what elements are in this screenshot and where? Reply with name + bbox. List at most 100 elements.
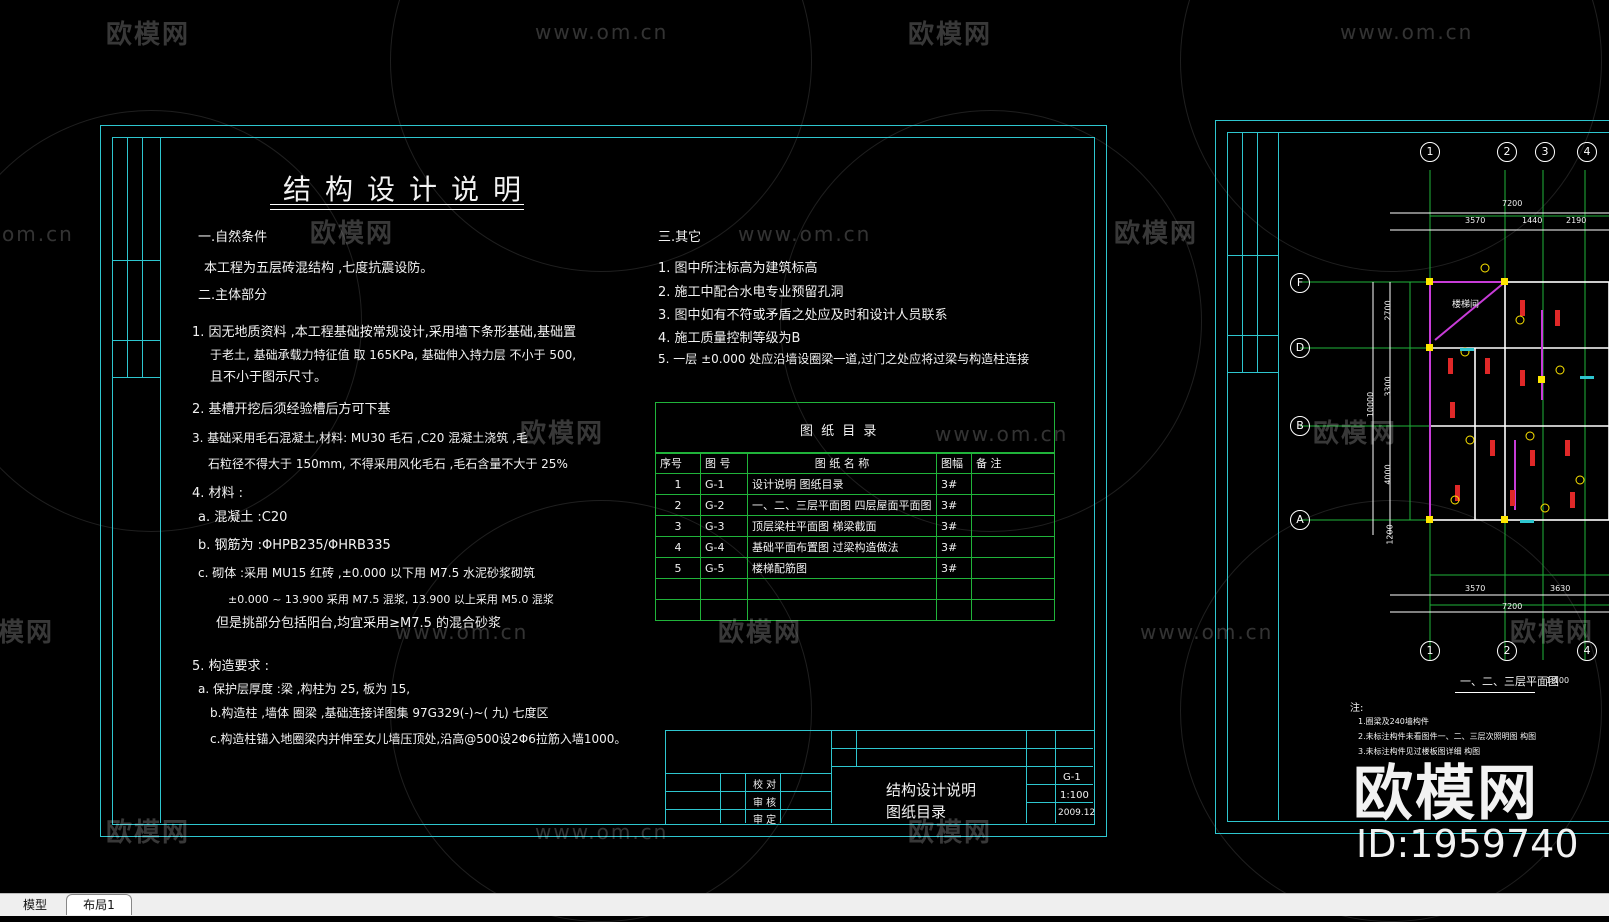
watermark-url: www.om.cn (535, 20, 669, 44)
plan-caption: 一、二、三层平面图 (1460, 675, 1559, 688)
grid-bubble: 4 (1577, 641, 1597, 661)
title-block-line (1026, 802, 1093, 803)
dimension-label: 3300 (1383, 376, 1393, 397)
dimension-label: 3630 (1550, 584, 1571, 593)
grid-bubble: 1 (1420, 142, 1440, 162)
index-table-title: 图 纸 目 录 (800, 424, 879, 439)
dimension-label: 4000 (1383, 464, 1393, 485)
grid-bubble: 1 (1420, 641, 1440, 661)
table-row: 5 G-5 楼梯配筋图 3# (655, 557, 1055, 579)
column-header: 图幅 (936, 452, 972, 474)
spec-line: ±0.000 ~ 13.900 采用 M7.5 混浆, 13.900 以上采用 … (228, 593, 554, 606)
titleblock-label: 审 定 (753, 815, 777, 826)
title-block-line (665, 773, 831, 774)
layout-tab-bar (0, 893, 1609, 916)
table-cell: 楼梯配筋图 (747, 557, 937, 579)
column-header: 图 纸 名 称 (747, 452, 937, 474)
table-cell (971, 515, 1055, 537)
table-cell (971, 536, 1055, 558)
spec-line: 石粒径不得大于 150mm, 不得采用风化毛石 ,毛石含量不大于 25% (208, 457, 568, 471)
note-line: 1.圈梁及240墙构件 (1358, 717, 1429, 726)
table-cell: G-5 (700, 557, 748, 579)
title-block-line (745, 773, 746, 823)
title-block (665, 730, 1095, 825)
watermark-url: www.om.cn (395, 620, 529, 644)
watermark-logo: 欧模网 (908, 20, 993, 50)
dimension-label: 7200 (1502, 199, 1523, 208)
grid-bubble: F (1290, 273, 1310, 293)
column-header: 序号 (655, 452, 701, 474)
binding-strip-line (1227, 255, 1278, 256)
watermark-logo: 欧模网 (1510, 618, 1595, 648)
dimension-label: 3570 (1465, 216, 1486, 225)
watermark-url: www.om.cn (1140, 620, 1274, 644)
column-header: 图 号 (700, 452, 748, 474)
sheet-date: 2009.12 (1058, 808, 1096, 818)
binding-strip-line (112, 377, 160, 378)
table-cell: 设计说明 图纸目录 (747, 473, 937, 495)
dimension-label: 7200 (1502, 602, 1523, 611)
note-line: 1. 图中所注标高为建筑标高 (658, 261, 818, 276)
table-row (655, 599, 1055, 621)
watermark-url: www.om.cn (738, 222, 872, 246)
table-row: 2 G-2 一、二、三层平面图 四层屋面平面图 3# (655, 494, 1055, 516)
watermark-url: www.om.cn (1340, 20, 1474, 44)
spec-line: 2. 基槽开挖后须经验槽后方可下基 (192, 402, 391, 417)
table-cell: 基础平面布置图 过梁构造做法 (747, 536, 937, 558)
binding-strip-line (112, 260, 160, 261)
grid-bubble: B (1290, 416, 1310, 436)
binding-strip-line (160, 137, 161, 823)
binding-strip-line (1257, 132, 1258, 372)
spec-line: 于老土, 基础承载力特征值 取 165KPa, 基础伸入持力层 不小于 500, (210, 348, 577, 362)
tab-layout1[interactable]: 布局1 (66, 894, 132, 915)
spec-line: 3. 基础采用毛石混凝土,材料: MU30 毛石 ,C20 混凝土浇筑 ,毛 (192, 431, 528, 445)
dimension-label: 3570 (1465, 584, 1486, 593)
spec-line: a. 混凝土 :C20 (198, 510, 288, 525)
dimension-label: 1200 (1385, 524, 1395, 545)
dimension-label: 2190 (1566, 216, 1587, 225)
title-underline (270, 204, 524, 205)
table-cell: 3# (936, 494, 972, 516)
spec-line: 1. 因无地质资料 ,本工程基础按常规设计,采用墙下条形基础,基础置 (192, 325, 577, 340)
table-cell: 5 (655, 557, 701, 579)
titleblock-label: 校 对 (753, 780, 777, 791)
title-block-line (665, 809, 831, 810)
watermark-url: om.cn (2, 222, 74, 246)
table-row (655, 578, 1055, 600)
tab-model[interactable]: 模型 (10, 895, 60, 915)
binding-strip-line (112, 340, 160, 341)
spec-line: b.构造柱 ,墙体 圈梁 ,基础连接详图集 97G329(-)~( 九) 七度区 (210, 706, 549, 720)
table-cell: 3# (936, 557, 972, 579)
title-block-line (1055, 730, 1056, 823)
watermark-logo: 欧模网 (1313, 419, 1398, 449)
section-heading: 二.主体部分 (198, 288, 268, 303)
note-line: 3.未标注构件见过楼板图详细 构图 (1358, 747, 1481, 756)
watermark-logo: 欧模网 (908, 818, 993, 848)
sheet2-inner-frame (1227, 132, 1609, 822)
spec-line: a. 保护层厚度 :梁 ,构柱为 25, 板为 15, (198, 682, 411, 696)
section-heading: 三.其它 (658, 230, 702, 245)
watermark-logo: 欧模网 (0, 618, 55, 648)
sheet-number: G-1 (1063, 772, 1081, 783)
table-row: 1 G-1 设计说明 图纸目录 3# (655, 473, 1055, 495)
spec-line: c.构造柱锚入地圈梁内并伸至女儿墙压顶处,沿高@500设2Φ6拉筋入墙1000。 (210, 732, 627, 746)
sheet1-inner-frame (112, 137, 1095, 825)
table-cell: G-3 (700, 515, 748, 537)
binding-strip-line (127, 137, 128, 377)
title-block-line (856, 730, 857, 766)
titleblock-label: 审 核 (753, 798, 777, 809)
spec-line: c. 砌体 :采用 MU15 红砖 ,±0.000 以下用 M7.5 水泥砂浆砌… (198, 566, 536, 580)
sheet-scale: 1:100 (1060, 790, 1089, 801)
grid-bubble: A (1290, 510, 1310, 530)
spec-line: 5. 构造要求 : (192, 659, 270, 674)
watermark-url: www.om.cn (935, 422, 1069, 446)
brand-logo: 欧模网 (1353, 759, 1539, 829)
floor-plan-drawing (1300, 170, 1609, 660)
title-block-line (831, 766, 1093, 767)
binding-strip-line (1278, 132, 1279, 820)
dimension-label: 1440 (1522, 216, 1543, 225)
page-title: 结构设计说明 (283, 173, 536, 206)
table-cell: G-4 (700, 536, 748, 558)
note-line: 2. 施工中配合水电专业预留孔洞 (658, 285, 844, 300)
title-block-line (1026, 784, 1093, 785)
